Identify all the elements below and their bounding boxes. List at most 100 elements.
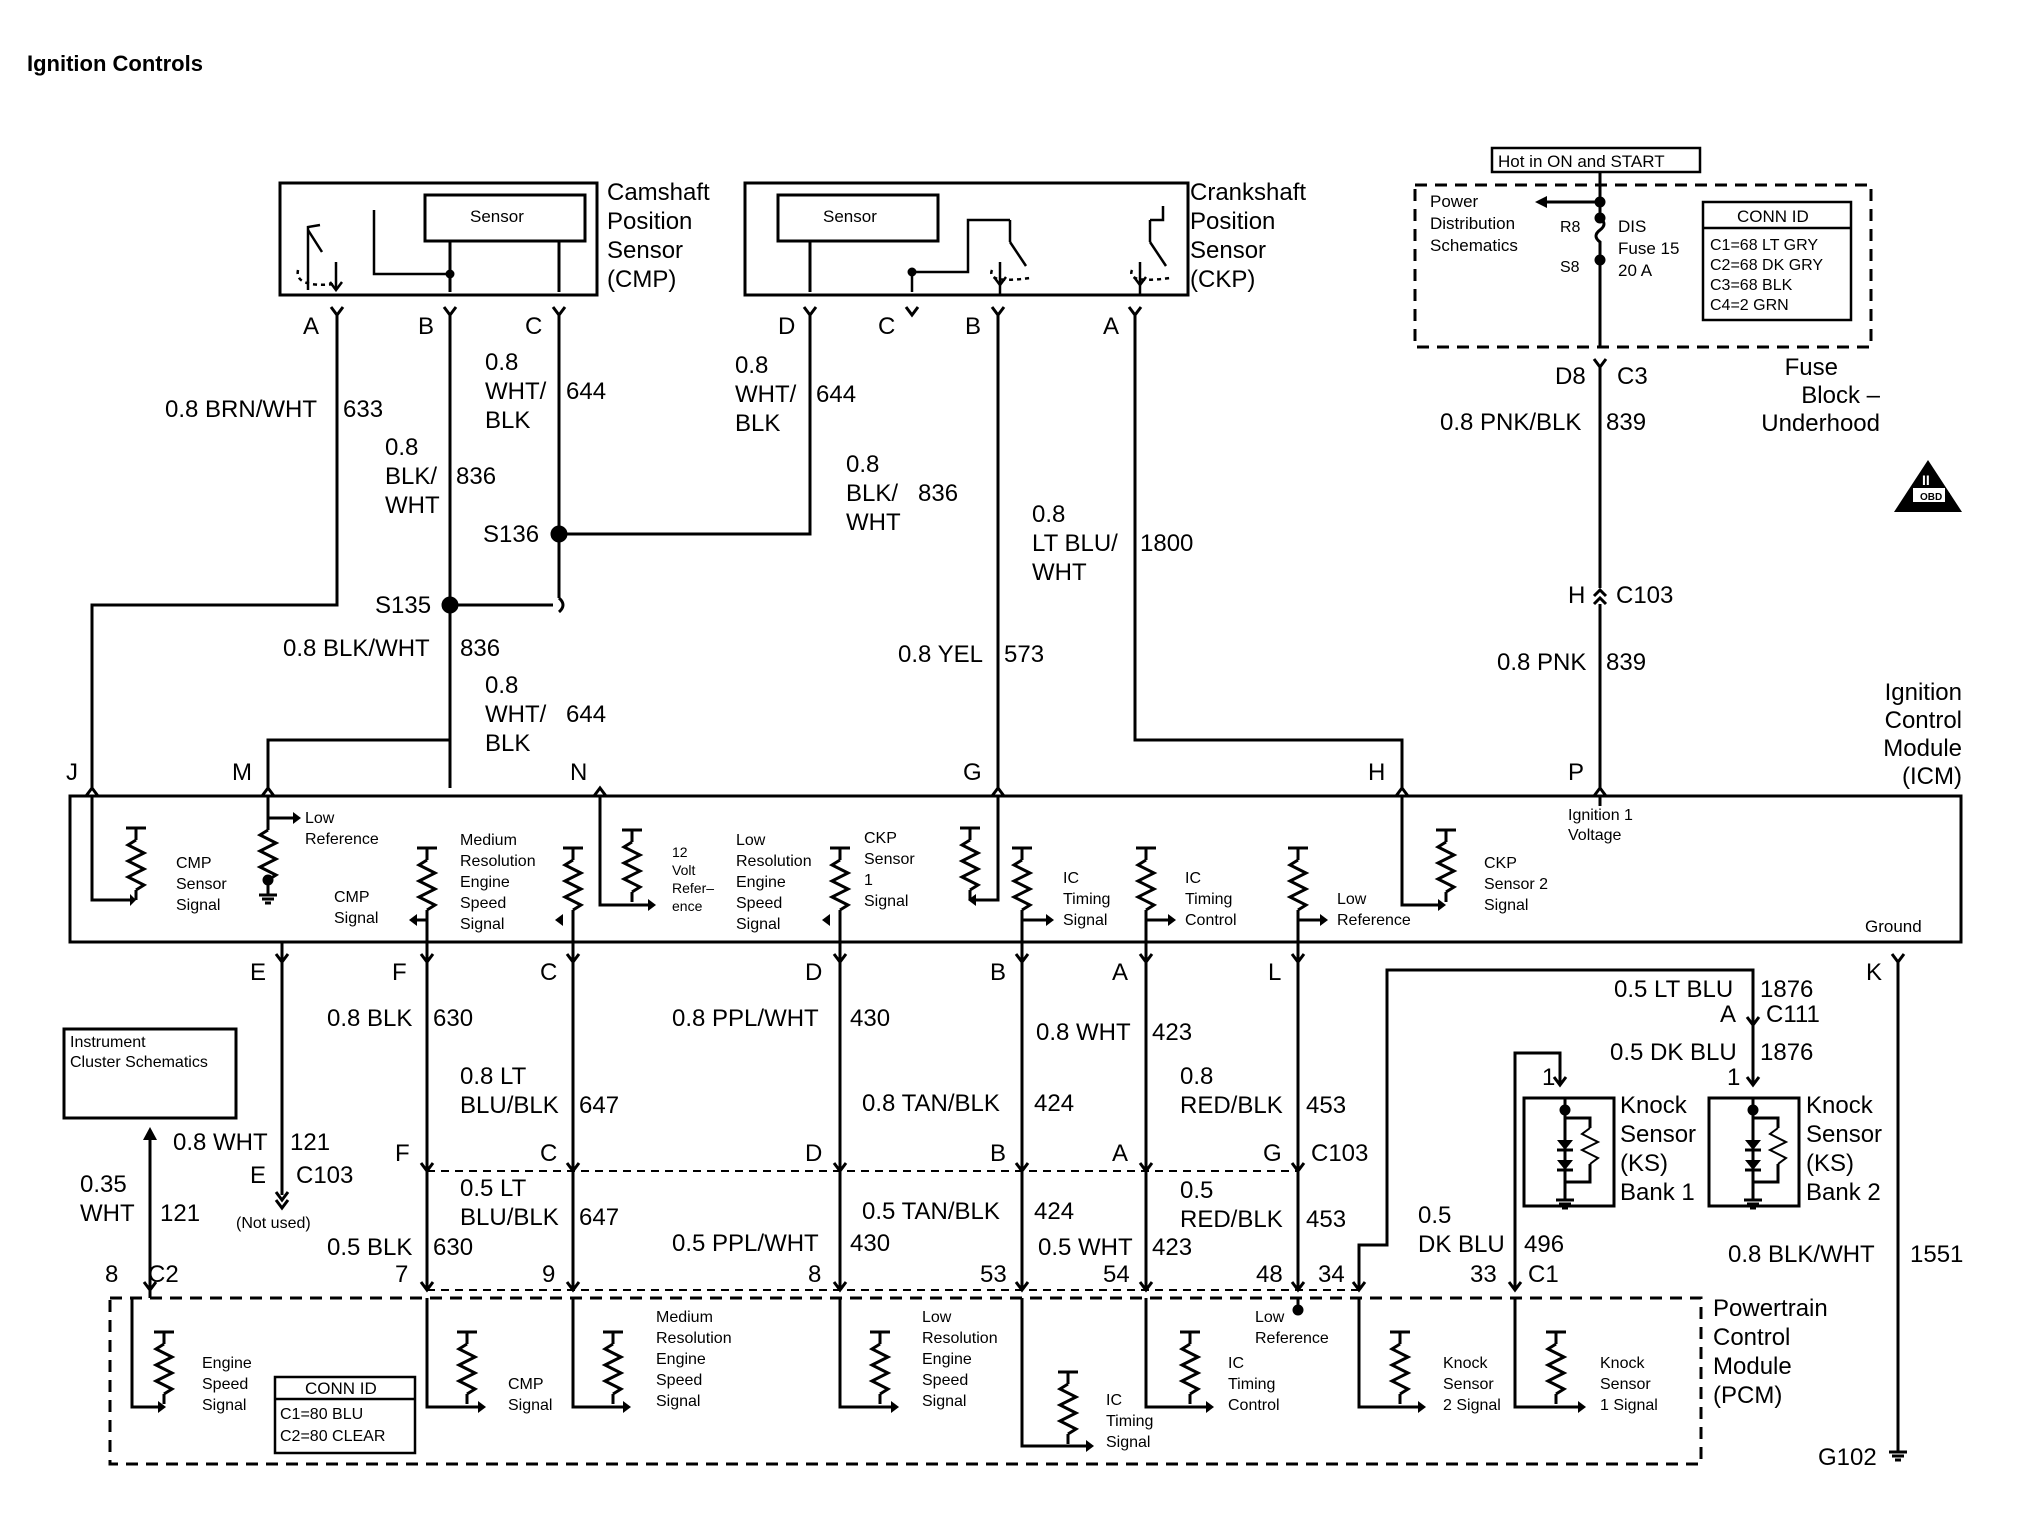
wire-424a-circuit: 424 (1034, 1090, 1074, 1117)
icm-12v-3: Refer– (672, 880, 714, 896)
wire-1876a-circuit: 1876 (1760, 976, 1813, 1003)
ckp-pin-d: D (778, 313, 795, 340)
c103-pin-g: G (1263, 1140, 1282, 1167)
icm-pin-m: M (232, 759, 252, 786)
fuse-15: Fuse 15 (1618, 239, 1679, 258)
fuse-conn-c2: C2=68 DK GRY (1710, 257, 1823, 274)
hot-in-on-start: Hot in ON and START (1498, 152, 1665, 171)
icm-low-ref2-1: Low (1337, 891, 1367, 908)
icm-medium-1: Medium (460, 832, 517, 849)
wire-121b-g1: 0.35 (80, 1171, 127, 1198)
ckp-pin-a: A (1103, 313, 1119, 340)
pcm-med-3: Engine (656, 1351, 706, 1368)
pcm-ic-sig-3: Signal (1106, 1434, 1150, 1451)
wire-647a-circuit: 647 (579, 1092, 619, 1119)
ckp-sensor-box-label: Sensor (823, 207, 877, 226)
pcm-pin-48: 48 (1256, 1261, 1283, 1288)
wire-1551-gauge: 0.8 BLK/WHT (1728, 1241, 1875, 1268)
wire-839a-circuit: 839 (1606, 409, 1646, 436)
wire-1800-g3: WHT (1032, 559, 1087, 586)
wire-1551-circuit: 1551 (1910, 1241, 1963, 1268)
ground-g102: G102 (1818, 1444, 1877, 1471)
wire-121b-circuit: 121 (160, 1200, 200, 1227)
wire-1876b-gauge: 0.5 DK BLU (1610, 1039, 1737, 1066)
wire-453b-circuit: 453 (1306, 1206, 1346, 1233)
wire-630a-circuit: 630 (433, 1005, 473, 1032)
icm-ckp1-1: CKP (864, 830, 897, 847)
wire-453a-circuit: 453 (1306, 1092, 1346, 1119)
icm-low-ref-2: Reference (305, 831, 379, 848)
fuse-pin-c3: C3 (1617, 363, 1648, 390)
pcm-eng-speed-3: Signal (202, 1397, 246, 1414)
ks2-label-2: Sensor (1806, 1121, 1882, 1148)
wire-121a-circuit: 121 (290, 1129, 330, 1156)
wire-423b-circuit: 423 (1152, 1234, 1192, 1261)
pcm-eng-speed-2: Speed (202, 1376, 248, 1393)
icm-low-ref2-2: Reference (1337, 912, 1411, 929)
wire-424a-gauge: 0.8 TAN/BLK (862, 1090, 1000, 1117)
icm-ckp1-4: Signal (864, 893, 908, 910)
icm-pin-g: G (963, 759, 982, 786)
icm-label-1: Ignition (1885, 679, 1962, 706)
icm-pin-p: P (1568, 759, 1584, 786)
wire-647b-circuit: 647 (579, 1204, 619, 1231)
icm-label-4: (ICM) (1902, 763, 1962, 790)
pcm-ks2-2: Sensor (1443, 1376, 1494, 1393)
cmp-label-1: Camshaft (607, 179, 710, 206)
wire-644c-g3: BLK (485, 730, 530, 757)
cmp-pin-a: A (303, 313, 319, 340)
icm-ic-ctrl-2: Timing (1185, 891, 1232, 908)
pcm-ic-ctrl-1: IC (1228, 1355, 1244, 1372)
pcm-med-1: Medium (656, 1309, 713, 1326)
wire-633-circuit: 633 (343, 396, 383, 423)
pcm-pin-8a: 8 (105, 1261, 118, 1288)
ckp-label-3: Sensor (1190, 237, 1266, 264)
pcm-ic-ctrl-3: Control (1228, 1397, 1280, 1414)
pcm-pin-54: 54 (1103, 1261, 1130, 1288)
icm-ground: Ground (1865, 917, 1922, 936)
icm-label-3: Module (1883, 735, 1962, 762)
wire-496-g1: 0.5 (1418, 1202, 1451, 1229)
wire-647a-g2: BLU/BLK (460, 1092, 559, 1119)
c103-pin-a: A (1112, 1140, 1128, 1167)
icm-medium-5: Signal (460, 916, 504, 933)
wire-430a-gauge: 0.8 PPL/WHT (672, 1005, 819, 1032)
wire-630b-circuit: 630 (433, 1234, 473, 1261)
cmp-pin-c: C (525, 313, 542, 340)
icm-pin-l: L (1268, 959, 1281, 986)
fuse-conn-c3: C3=68 BLK (1710, 277, 1793, 294)
pcm-low-4: Speed (922, 1372, 968, 1389)
c111-label: C111 (1766, 1001, 1820, 1028)
pcm-pin-8b: 8 (808, 1261, 821, 1288)
knock-sensor-bank-1: 1 Knock Sensor (KS) Bank 1 (1522, 1064, 1696, 1210)
icm-cmp-sensor-1: CMP (176, 855, 212, 872)
wire-430b-circuit: 430 (850, 1230, 890, 1257)
pcm-eng-speed-1: Engine (202, 1355, 252, 1372)
ckp-sensor: Sensor Crankshaft Position Sensor (CKP) (743, 179, 1306, 297)
pcm-pin-53: 53 (980, 1261, 1007, 1288)
c103-pin-h: H (1568, 582, 1585, 609)
wire-644a-g3: BLK (485, 407, 530, 434)
pcm-low-5: Signal (922, 1393, 966, 1410)
fuse-conn-c1: C1=68 LT GRY (1710, 237, 1818, 254)
icm-ic-sig-3: Signal (1063, 912, 1107, 929)
fuse-pin-d8: D8 (1555, 363, 1586, 390)
pcm-lowref-1: Low (1255, 1309, 1285, 1326)
icm-lowres-2: Resolution (736, 853, 812, 870)
pcm-ks2-3: 2 Signal (1443, 1397, 1501, 1414)
pcm-med-5: Signal (656, 1393, 700, 1410)
wire-423a-circuit: 423 (1152, 1019, 1192, 1046)
c103-pin-f: F (395, 1140, 410, 1167)
icm-pin-c-bottom: C (540, 959, 557, 986)
fuse-20a: 20 A (1618, 261, 1653, 280)
ks2-pin: 1 (1727, 1064, 1740, 1091)
wire-644c-g2: WHT/ (485, 701, 547, 728)
ks1-label-3: (KS) (1620, 1150, 1668, 1177)
wire-573-circuit: 573 (1004, 641, 1044, 668)
wire-644b-g3: BLK (735, 410, 780, 437)
fuse-r8: R8 (1560, 219, 1581, 236)
icm-medium-3: Engine (460, 874, 510, 891)
cmp-sensor-box-label: Sensor (470, 207, 524, 226)
icm-cmp-signal-1: CMP (334, 889, 370, 906)
